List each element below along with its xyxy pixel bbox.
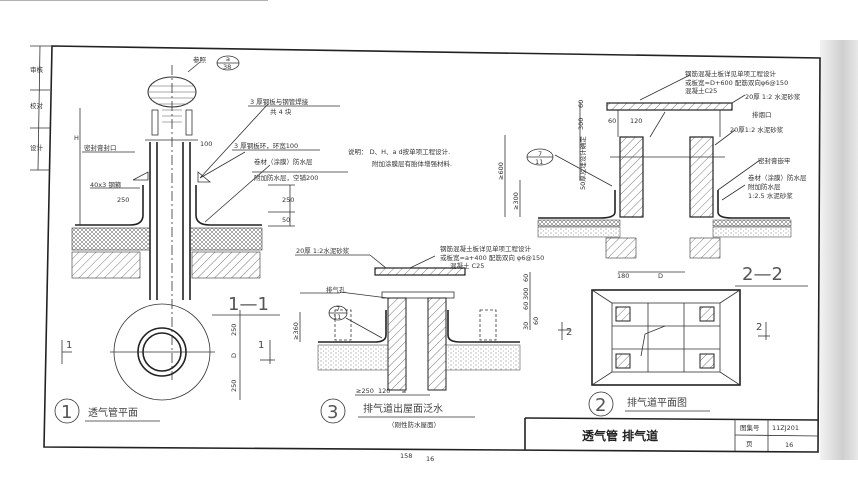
note-seal: 密封膏封口 bbox=[84, 143, 117, 152]
slab-note-2: 或板宽=D+600 配筋双向φ6@150 bbox=[685, 78, 788, 87]
dim-a: a bbox=[402, 387, 406, 395]
margin-note: 审核 bbox=[30, 65, 44, 74]
detail-subtitle: （刚性防水屋面） bbox=[388, 420, 440, 429]
ref-bottom: 11 bbox=[333, 313, 341, 321]
dim-100: 100 bbox=[200, 140, 212, 148]
slab-note-3: 混凝土 C25 bbox=[450, 261, 484, 270]
note-ring: 3 厚钢板环，环宽100 bbox=[234, 141, 298, 150]
ref-bottom: 11 bbox=[535, 158, 543, 166]
note-line-2: 附加涂膜层有胎体增强材料. bbox=[372, 159, 452, 168]
vent-hole: 排气孔 bbox=[326, 285, 346, 294]
dim-h: H bbox=[74, 134, 79, 142]
dim-250a: 250 bbox=[230, 324, 238, 336]
detail-title: 排气道出屋面泛水 bbox=[363, 402, 443, 415]
sheet-frame bbox=[30, 45, 821, 453]
scan-page-edge-shadow bbox=[820, 40, 858, 460]
plan1-title: 透气管平面 bbox=[88, 406, 138, 419]
dim-120: 120 bbox=[378, 387, 390, 395]
detail-number-3: 3 bbox=[327, 402, 338, 423]
note-weld-qty: 共 4 块 bbox=[270, 107, 292, 116]
footer-page-b: 16 bbox=[426, 455, 434, 463]
note-membrane: 卷材（涂膜）防水层 bbox=[254, 157, 313, 166]
slab-note-1: 钢筋混凝土板详见单项工程设计 bbox=[685, 69, 777, 78]
dim-300: 300 bbox=[522, 288, 530, 300]
mortar-125: 1:2.5 水泥砂浆 bbox=[748, 191, 793, 200]
mortar-side: 20厚1:2 水泥砂浆 bbox=[730, 125, 784, 134]
slab-note-1: 钢筋混凝土板详见单项工程设计 bbox=[440, 244, 532, 253]
detail-2-2-flue-section: 钢筋混凝土板详见单项工程设计 或板宽=D+600 配筋双向φ6@150 混凝土C… bbox=[497, 69, 808, 287]
detail-number-2: 2 bbox=[595, 395, 606, 416]
dim-60-vertical: 60 bbox=[577, 100, 585, 108]
smoke-outlet: 排烟口 bbox=[752, 110, 772, 119]
cut-mark-right: 1 bbox=[258, 340, 264, 351]
page-label: 页 bbox=[746, 440, 753, 448]
note-hoop: 40x3 钢箍 bbox=[90, 180, 122, 189]
ref-top: a bbox=[226, 55, 230, 63]
section-label-2-2: 2—2 bbox=[742, 264, 783, 285]
plan-2-flue: 2 2 2 排气道平面图 bbox=[558, 289, 770, 417]
plan2-title: 排气道平面图 bbox=[627, 396, 687, 409]
margin-notes: 审核 校对 设计 bbox=[30, 65, 44, 152]
sheet-title: 透气管 排气道 bbox=[582, 428, 658, 443]
dim-30: 30 bbox=[522, 322, 530, 330]
detail-number-1: 1 bbox=[61, 402, 72, 423]
title-block: 透气管 排气道 图集号 11ZJ201 页 16 bbox=[524, 417, 819, 451]
dim-60b: 60 bbox=[522, 302, 530, 310]
ref-top: 7 bbox=[538, 150, 542, 158]
note-extra: 附加防水层，空铺200 bbox=[254, 173, 318, 182]
dim-50: 50 bbox=[282, 216, 290, 224]
dim-250-vertical: 250 bbox=[282, 196, 294, 204]
dim-250: 250 bbox=[117, 196, 129, 204]
cut-mark-left: 2 bbox=[566, 327, 572, 338]
dim-60c: 60 bbox=[532, 317, 540, 325]
page-number: 16 bbox=[785, 441, 793, 449]
plan-1-vent-pipe: 1 1 250 D 250 1 透气管平面 bbox=[54, 303, 275, 424]
dim-360: ≥360 bbox=[292, 322, 300, 340]
membrane: 卷材（涂膜）防水层 bbox=[748, 173, 807, 182]
note-weld: 3 厚钢板与钢管焊接 bbox=[250, 97, 309, 106]
vertical-note: 50厚及埋设计确定 bbox=[578, 136, 587, 190]
extra-layer: 附加防水层 bbox=[748, 182, 781, 191]
footer-page-a: 158 bbox=[400, 452, 412, 460]
atlas-number: 11ZJ201 bbox=[772, 424, 799, 432]
mortar-top: 20厚 1:2 水泥砂浆 bbox=[745, 92, 801, 101]
dim-120: 120 bbox=[630, 117, 642, 125]
cut-mark-left: 1 bbox=[66, 340, 72, 351]
dim-300: 300 bbox=[577, 118, 585, 130]
dim-300b: ≥300 bbox=[512, 192, 520, 210]
detail-3-flue-flashing: 20厚 1:2水泥砂浆 钢筋混凝土板详见单项工程设计 或板宽=a+400 配筋双… bbox=[292, 244, 544, 429]
dim-600: ≥600 bbox=[497, 162, 505, 180]
atlas-label: 图集号 bbox=[740, 423, 760, 432]
detail-1-1-vent-pipe-section: 参照 a 38 3 厚钢板与钢管焊接 共 4 块 100 3 厚钢板环，环宽10… bbox=[0, 0, 348, 380]
section-label-1-1: 1—1 bbox=[228, 294, 269, 315]
mortar: 20厚 1:2水泥砂浆 bbox=[296, 246, 350, 255]
dim-250: ≥250 bbox=[356, 387, 374, 395]
slab-note-2: 或板宽=a+400 配筋双向 φ6@150 bbox=[440, 253, 544, 262]
slab-note-3: 混凝土C25 bbox=[685, 86, 717, 95]
margin-note: 校对 bbox=[30, 101, 44, 110]
dim-d: D bbox=[658, 272, 663, 280]
note-line-1: 说明： D、H、a d按单项工程设计. bbox=[348, 147, 450, 156]
margin-note: 设计 bbox=[30, 143, 44, 152]
dim-250b: 250 bbox=[230, 380, 238, 392]
dim-180: 180 bbox=[617, 272, 629, 280]
cut-mark-right: 2 bbox=[756, 322, 762, 333]
dim-d: D bbox=[230, 353, 238, 358]
general-note: 说明： D、H、a d按单项工程设计. 附加涂膜层有胎体增强材料. bbox=[348, 147, 452, 168]
dim-60: 60 bbox=[608, 117, 616, 125]
ref-top: 7 bbox=[336, 305, 340, 313]
ref-bottom: 38 bbox=[223, 63, 231, 71]
seal: 密封膏嵌牢 bbox=[758, 156, 791, 165]
dim-60a: 60 bbox=[522, 274, 530, 282]
ref-label: 参照 bbox=[193, 55, 207, 64]
